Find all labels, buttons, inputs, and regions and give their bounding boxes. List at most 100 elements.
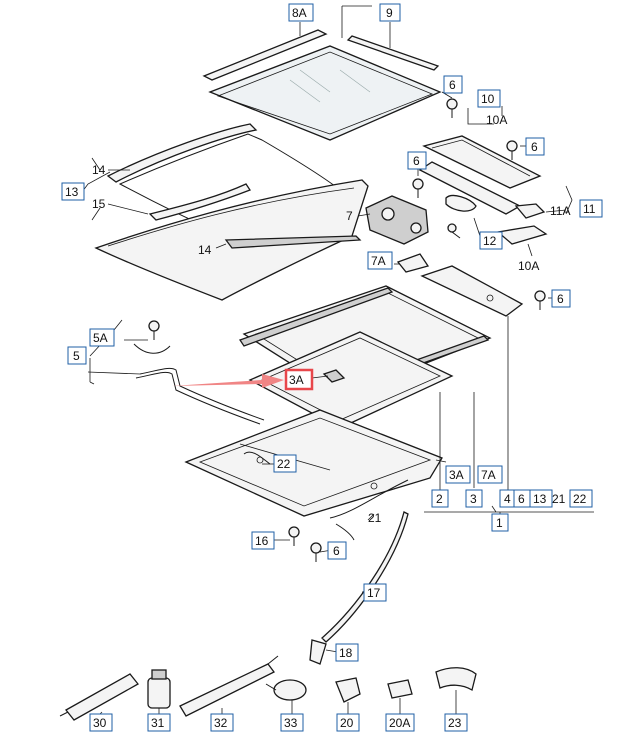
drain-hose-17 (321, 511, 409, 643)
svg-text:31: 31 (151, 716, 165, 730)
label-14: 14 (92, 163, 106, 177)
screw-icon (446, 98, 458, 118)
label-23[interactable]: 23 (444, 713, 468, 732)
label-3A-highlighted[interactable]: 3A (284, 368, 314, 391)
label-7A[interactable]: 7A (477, 465, 503, 484)
screw-icon (310, 542, 322, 562)
label-5[interactable]: 5 (67, 346, 87, 365)
label-16[interactable]: 16 (251, 531, 275, 550)
svg-text:8A: 8A (292, 6, 307, 20)
label-15: 15 (92, 197, 106, 211)
svg-text:1: 1 (496, 516, 503, 530)
bracket-11A (514, 203, 546, 219)
screw-icon (447, 223, 461, 239)
label-20[interactable]: 20 (336, 713, 360, 732)
svg-text:11: 11 (583, 202, 596, 216)
clip-5A (133, 343, 171, 354)
svg-text:10: 10 (481, 92, 495, 106)
label-33[interactable]: 33 (280, 713, 304, 732)
svg-text:2: 2 (436, 492, 443, 506)
svg-text:4: 4 (504, 492, 511, 506)
label-21: 21 (552, 492, 566, 506)
roof-panel-13 (94, 179, 369, 301)
label-30[interactable]: 30 (89, 713, 113, 732)
guide-rail-10 (422, 135, 542, 189)
svg-text:22: 22 (277, 457, 291, 471)
label-32[interactable]: 32 (210, 713, 234, 732)
label-6[interactable]: 6 (551, 289, 571, 308)
label-3[interactable]: 3 (465, 489, 483, 508)
label-21: 21 (368, 511, 382, 525)
harness-21 (329, 479, 409, 541)
svg-text:33: 33 (284, 716, 298, 730)
svg-text:6: 6 (518, 492, 525, 506)
frame-rear-plate (420, 265, 524, 317)
label-6[interactable]: 6 (407, 151, 427, 170)
screw-icon (412, 178, 424, 198)
leader-lines (81, 91, 594, 715)
screw-icon (534, 290, 546, 310)
glass-seal-front (202, 29, 328, 81)
clip-3A (322, 369, 346, 383)
svg-text:20A: 20A (389, 716, 410, 730)
label-13[interactable]: 13 (529, 489, 553, 508)
label-6[interactable]: 6 (525, 137, 545, 156)
motor-7 (365, 195, 429, 245)
label-22[interactable]: 22 (273, 454, 297, 473)
glass-panel (208, 45, 442, 141)
highlight-arrow (172, 374, 284, 388)
svg-text:22: 22 (573, 492, 587, 506)
svg-text:13: 13 (533, 492, 547, 506)
label-31[interactable]: 31 (147, 713, 171, 732)
svg-text:32: 32 (214, 716, 228, 730)
hose-end-18 (309, 639, 327, 665)
label-6[interactable]: 6 (443, 75, 463, 94)
label-10[interactable]: 10 (477, 89, 501, 108)
svg-text:12: 12 (483, 234, 497, 248)
label-2[interactable]: 2 (431, 489, 449, 508)
label-12[interactable]: 12 (479, 231, 503, 250)
seal-frame-15 (148, 183, 251, 221)
svg-text:9: 9 (386, 6, 393, 20)
headliner-frame (184, 409, 443, 517)
label-13[interactable]: 13 (61, 182, 85, 201)
svg-text:6: 6 (413, 154, 420, 168)
label-17[interactable]: 17 (363, 583, 387, 602)
label-11[interactable]: 11 (579, 199, 603, 218)
svg-text:5: 5 (73, 349, 80, 363)
label-1[interactable]: 1 (491, 513, 509, 532)
cable-11A (445, 194, 477, 212)
screw-icon (288, 526, 300, 546)
screw-icon (148, 320, 160, 340)
svg-text:6: 6 (557, 292, 564, 306)
bracket-12 (496, 225, 548, 245)
svg-text:13: 13 (65, 185, 79, 199)
svg-text:6: 6 (531, 140, 538, 154)
drain-seal-5 (135, 367, 265, 425)
label-14: 14 (198, 243, 212, 257)
label-6[interactable]: 6 (513, 489, 531, 508)
label-18[interactable]: 18 (335, 643, 359, 662)
sealant-cartridge-32 (179, 655, 279, 717)
clip-20A (387, 679, 413, 699)
bottle-31 (147, 669, 171, 709)
svg-text:16: 16 (255, 534, 269, 548)
label-10A: 10A (518, 259, 539, 273)
svg-text:7A: 7A (371, 254, 386, 268)
label-22[interactable]: 22 (569, 489, 593, 508)
svg-text:6: 6 (449, 78, 456, 92)
label-5A[interactable]: 5A (89, 328, 115, 347)
label-9[interactable]: 9 (379, 3, 401, 22)
svg-text:20: 20 (340, 716, 354, 730)
bracket-23 (435, 667, 477, 692)
label-7A[interactable]: 7A (367, 251, 393, 270)
svg-text:3A: 3A (289, 373, 304, 387)
label-20A[interactable]: 20A (385, 713, 415, 732)
label-6[interactable]: 6 (327, 541, 347, 560)
svg-text:18: 18 (339, 646, 353, 660)
label-3A[interactable]: 3A (445, 465, 471, 484)
svg-text:30: 30 (93, 716, 107, 730)
svg-text:3A: 3A (449, 468, 464, 482)
label-8A[interactable]: 8A (288, 3, 314, 22)
